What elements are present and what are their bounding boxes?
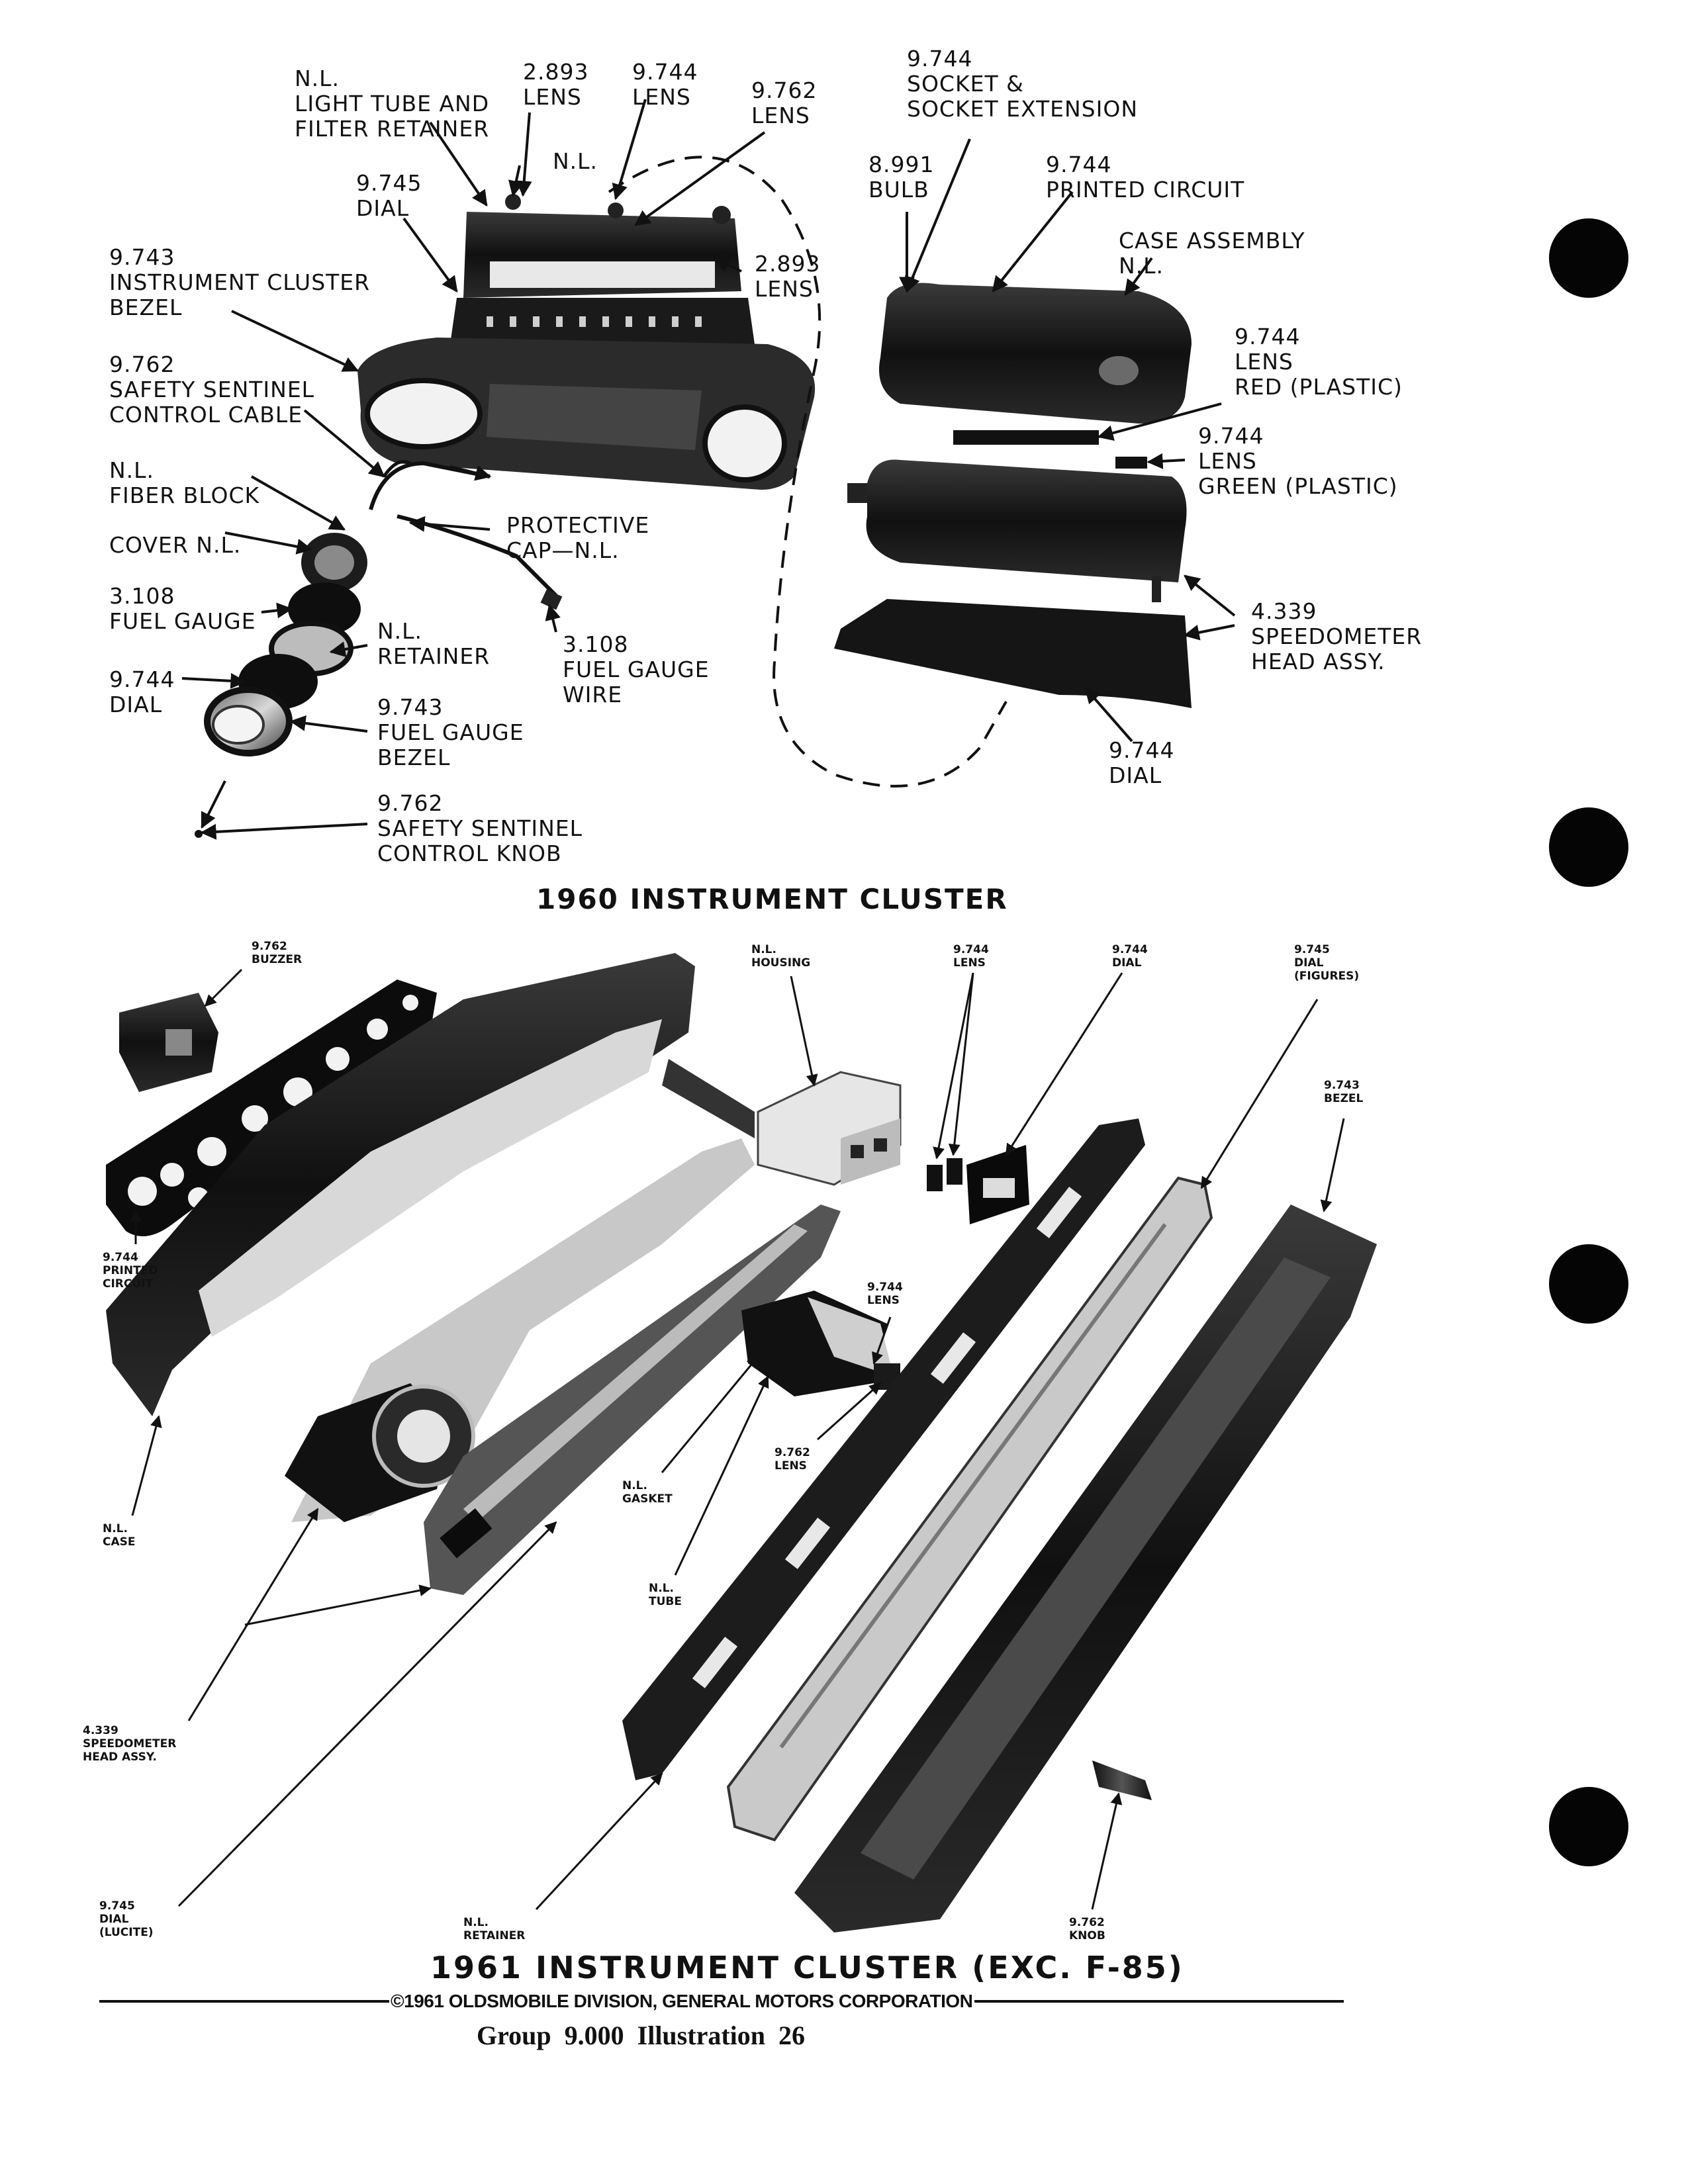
- title-1961-instrument-cluster: 1961 INSTRUMENT CLUSTER (EXC. F-85): [430, 1950, 1184, 1985]
- label-retainer-1960: N.L.RETAINER: [377, 618, 491, 669]
- label-cover: COVER N.L.: [109, 532, 242, 558]
- label-fiber-block: N.L.FIBER BLOCK: [109, 457, 260, 508]
- label-housing: N.L.HOUSING: [751, 943, 811, 970]
- title-1960-instrument-cluster: 1960 INSTRUMENT CLUSTER: [536, 883, 1008, 915]
- label-gasket: N.L.GASKET: [622, 1479, 673, 1506]
- binder-hole-1: [1549, 218, 1628, 298]
- cluster-1960-parts: [181, 99, 1236, 840]
- label-nl-small: N.L.: [553, 148, 598, 174]
- binder-hole-4: [1549, 1787, 1628, 1866]
- copyright-line: ©1961 OLDSMOBILE DIVISION, GENERAL MOTOR…: [391, 1991, 973, 2011]
- group-illustration-line: Group 9.000 Illustration 26: [477, 2021, 805, 2050]
- label-case-1961: N.L.CASE: [103, 1522, 136, 1549]
- label-tube: N.L.TUBE: [649, 1582, 682, 1608]
- cluster-1961-parts: [106, 953, 1377, 1933]
- label-retainer-1961: N.L.RETAINER: [463, 1916, 526, 1942]
- binder-hole-2: [1549, 807, 1628, 887]
- binder-hole-3: [1549, 1244, 1628, 1324]
